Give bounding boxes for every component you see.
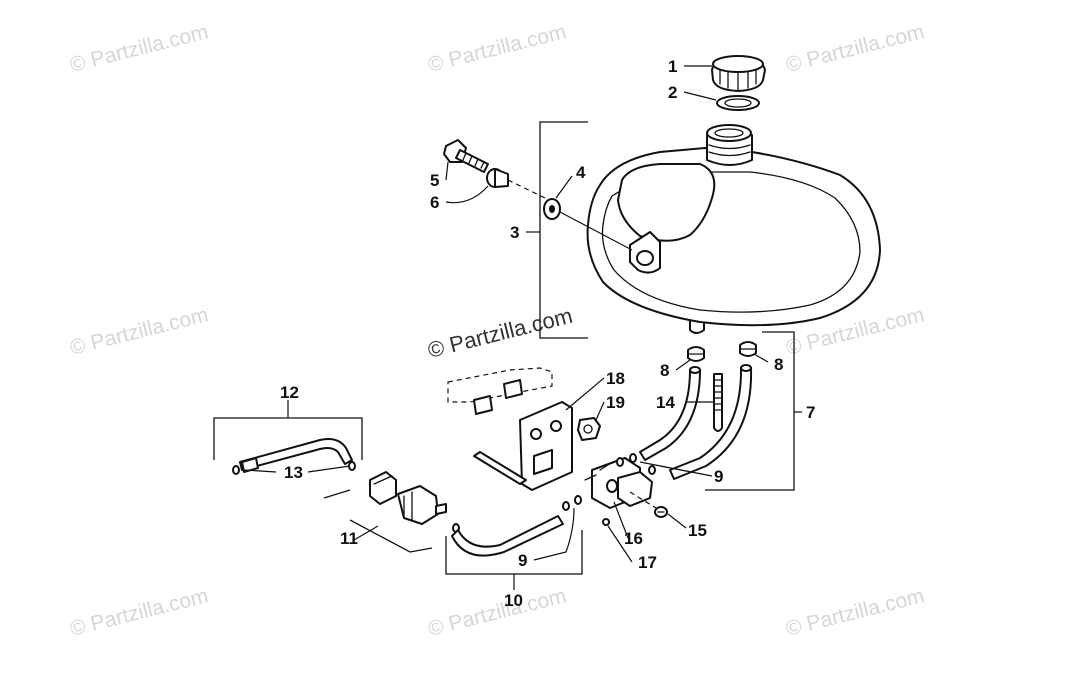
leader-2 [683, 91, 717, 101]
leader-4 [555, 175, 573, 199]
mount-bolt-part [443, 139, 489, 173]
hose-clamp-left-part [687, 346, 705, 362]
fuel-tank-part [586, 124, 881, 334]
callout-19: 19 [606, 393, 625, 412]
bolt-axis-line [507, 179, 546, 199]
callout-11: 11 [340, 529, 358, 548]
callout-6: 6 [430, 193, 439, 212]
watermark-bottom-center: © Partzilla.com [426, 584, 569, 641]
group-brackets [213, 121, 802, 590]
watermark-bottom-left: © Partzilla.com [68, 584, 211, 641]
filter-clamp-part [369, 471, 397, 505]
callout-14: 14 [656, 393, 675, 412]
valve-screw-part [654, 506, 668, 518]
callout-13: 13 [284, 463, 303, 482]
callout-12: 12 [280, 383, 299, 402]
leader-6 [445, 185, 489, 204]
leader-9a [639, 461, 713, 477]
leader-17 [607, 525, 633, 563]
fuel-valve-part [584, 457, 653, 509]
callout-5: 5 [430, 171, 439, 190]
callout-7: 7 [806, 403, 815, 422]
valve-bracket-part [473, 401, 573, 491]
grommet-part [543, 198, 561, 220]
callout-1: 1 [668, 57, 677, 76]
mount-bushing-part [486, 168, 509, 188]
vent-tube-part [713, 373, 723, 432]
hose-oring-parts [232, 453, 656, 533]
callout-16: 16 [624, 529, 643, 548]
watermark-bottom-right: © Partzilla.com [784, 584, 927, 641]
hose-clamp-right-part [739, 341, 757, 357]
callout-10: 10 [504, 591, 523, 610]
callout-2: 2 [668, 83, 677, 102]
callout-8b: 8 [774, 355, 783, 374]
outlet-hose-part [451, 515, 564, 557]
fuel-filter-part [397, 485, 447, 525]
mount-nut-part [577, 417, 601, 441]
watermark-top-right: © Partzilla.com [784, 20, 927, 77]
leader-18 [565, 377, 605, 411]
mount-rubber-parts [473, 379, 523, 415]
watermark-mid-left: © Partzilla.com [68, 303, 211, 360]
fuel-line-part [239, 438, 353, 473]
callout-3: 3 [510, 223, 519, 242]
leader-15 [667, 513, 687, 529]
leader-8a [675, 359, 691, 371]
grommet-to-tank-line [559, 211, 633, 251]
cap-gasket-part [716, 95, 760, 111]
leader-5 [445, 161, 449, 181]
callout-9b: 9 [518, 551, 527, 570]
callout-9a: 9 [714, 467, 723, 486]
callout-4: 4 [576, 163, 586, 182]
valve-small-screw-part [602, 518, 610, 526]
leader-13 [243, 465, 351, 473]
callout-15: 15 [688, 521, 707, 540]
leader-19 [595, 401, 605, 421]
callout-labels: 1 2 3 4 5 6 7 8 8 9 9 10 11 12 13 14 15 … [280, 57, 815, 610]
watermark-top-left: © Partzilla.com [68, 20, 211, 77]
leader-9b [533, 507, 575, 561]
callout-18: 18 [606, 369, 625, 388]
callout-8a: 8 [660, 361, 669, 380]
leader-16 [613, 501, 629, 539]
leader-lines [243, 65, 769, 563]
fuel-hose-left-part [639, 366, 701, 461]
fuel-cap-part [711, 55, 766, 92]
watermark-top-center: © Partzilla.com [426, 20, 569, 77]
watermark-center: © Partzilla.com [425, 303, 575, 363]
leader-8b [753, 353, 769, 363]
callout-17: 17 [638, 553, 657, 572]
fuel-hose-right-part [669, 364, 753, 480]
frame-outline [447, 367, 553, 403]
